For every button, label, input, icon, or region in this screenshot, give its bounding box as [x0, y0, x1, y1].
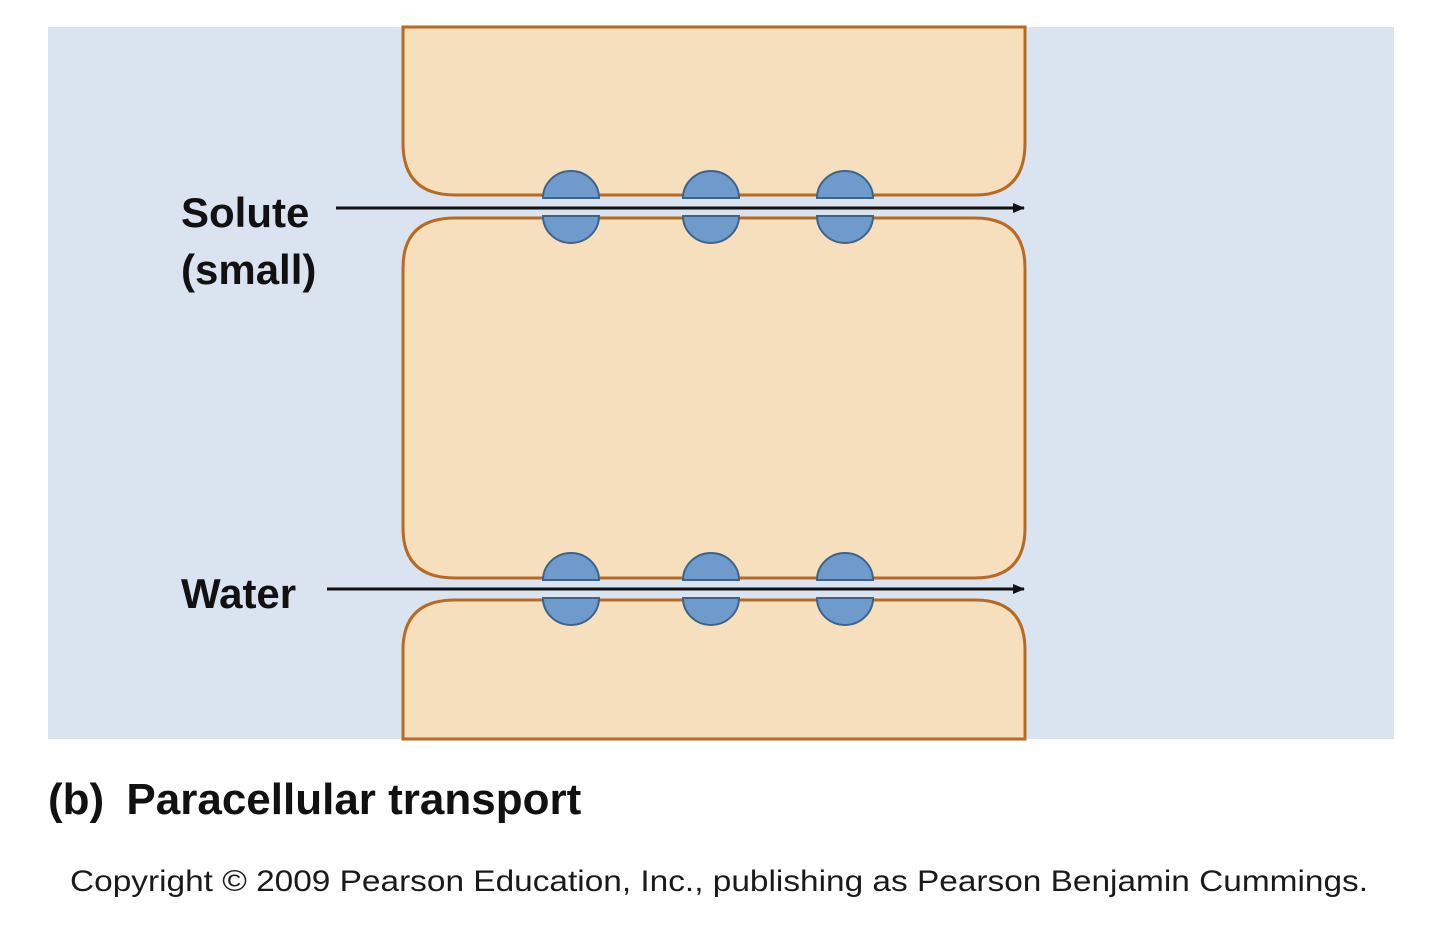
- upper-tight-junction: [541, 170, 875, 244]
- junction-protein: [815, 552, 875, 581]
- junction-protein: [541, 215, 601, 244]
- junction-protein: [681, 552, 741, 581]
- junction-protein: [541, 597, 601, 626]
- copyright-notice: Copyright © 2009 Pearson Education, Inc.…: [70, 865, 1368, 898]
- junction-protein: [815, 215, 875, 244]
- solute-label: Solute: [181, 189, 309, 236]
- junction-protein: [681, 215, 741, 244]
- junction-protein: [815, 170, 875, 199]
- caption-title: Paracellular transport: [126, 775, 581, 824]
- bottom-cell: [401, 598, 1027, 741]
- junction-protein: [681, 170, 741, 199]
- junction-protein: [541, 552, 601, 581]
- lower-tight-junction: [541, 552, 875, 626]
- junction-protein: [681, 597, 741, 626]
- middle-cell: [401, 216, 1027, 580]
- figure-caption: (b) Paracellular transport: [48, 775, 582, 824]
- solute-size-label: (small): [181, 246, 316, 293]
- panel-letter: (b): [48, 775, 104, 824]
- water-label: Water: [181, 570, 296, 617]
- junction-protein: [541, 170, 601, 199]
- junction-protein: [815, 597, 875, 626]
- top-cell: [401, 25, 1027, 197]
